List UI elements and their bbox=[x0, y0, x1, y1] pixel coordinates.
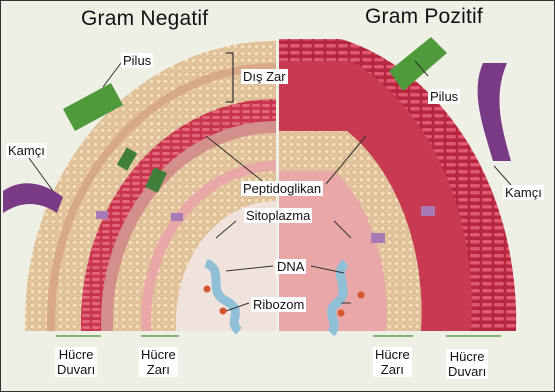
label-pilus-right: Pilus bbox=[428, 89, 460, 104]
gram-negative-wall bbox=[25, 41, 276, 331]
ribosome-dot bbox=[358, 292, 365, 299]
caption-line: Hücre bbox=[59, 347, 94, 362]
caption-pos-cell-membrane: Hücre Zarı bbox=[373, 347, 412, 377]
ribosome-dot bbox=[204, 286, 211, 293]
caption-line: Zarı bbox=[381, 362, 404, 377]
label-flagellum-right: Kamçı bbox=[503, 185, 544, 200]
label-cytoplasm: Sitoplazma bbox=[244, 208, 312, 223]
caption-neg-cell-membrane: Hücre Zarı bbox=[139, 347, 178, 377]
flagellum-left-shape bbox=[3, 183, 63, 213]
label-flagellum-left: Kamçı bbox=[6, 143, 47, 158]
label-ribosome: Ribozom bbox=[251, 297, 306, 312]
caption-line: Hücre bbox=[141, 347, 176, 362]
label-peptidoglycan: Peptidoglikan bbox=[241, 181, 323, 196]
caption-line: Hücre bbox=[450, 349, 485, 364]
label-pilus-left: Pilus bbox=[121, 53, 153, 68]
caption-line: Hücre bbox=[375, 347, 410, 362]
flagellum-right-shape bbox=[478, 63, 511, 161]
caption-line: Zarı bbox=[147, 362, 170, 377]
caption-pos-cell-wall: Hücre Duvarı bbox=[446, 349, 488, 379]
caption-line: Duvarı bbox=[448, 364, 486, 379]
label-outer-membrane: Dış Zar bbox=[241, 69, 288, 84]
caption-neg-cell-wall: Hücre Duvarı bbox=[55, 347, 97, 377]
title-gram-positive: Gram Pozitif bbox=[365, 5, 483, 29]
label-dna: DNA bbox=[275, 259, 306, 274]
title-gram-negative: Gram Negatif bbox=[81, 7, 208, 31]
ribosome-dot bbox=[338, 310, 345, 317]
ribosome-dot bbox=[220, 308, 227, 315]
caption-line: Duvarı bbox=[57, 362, 95, 377]
